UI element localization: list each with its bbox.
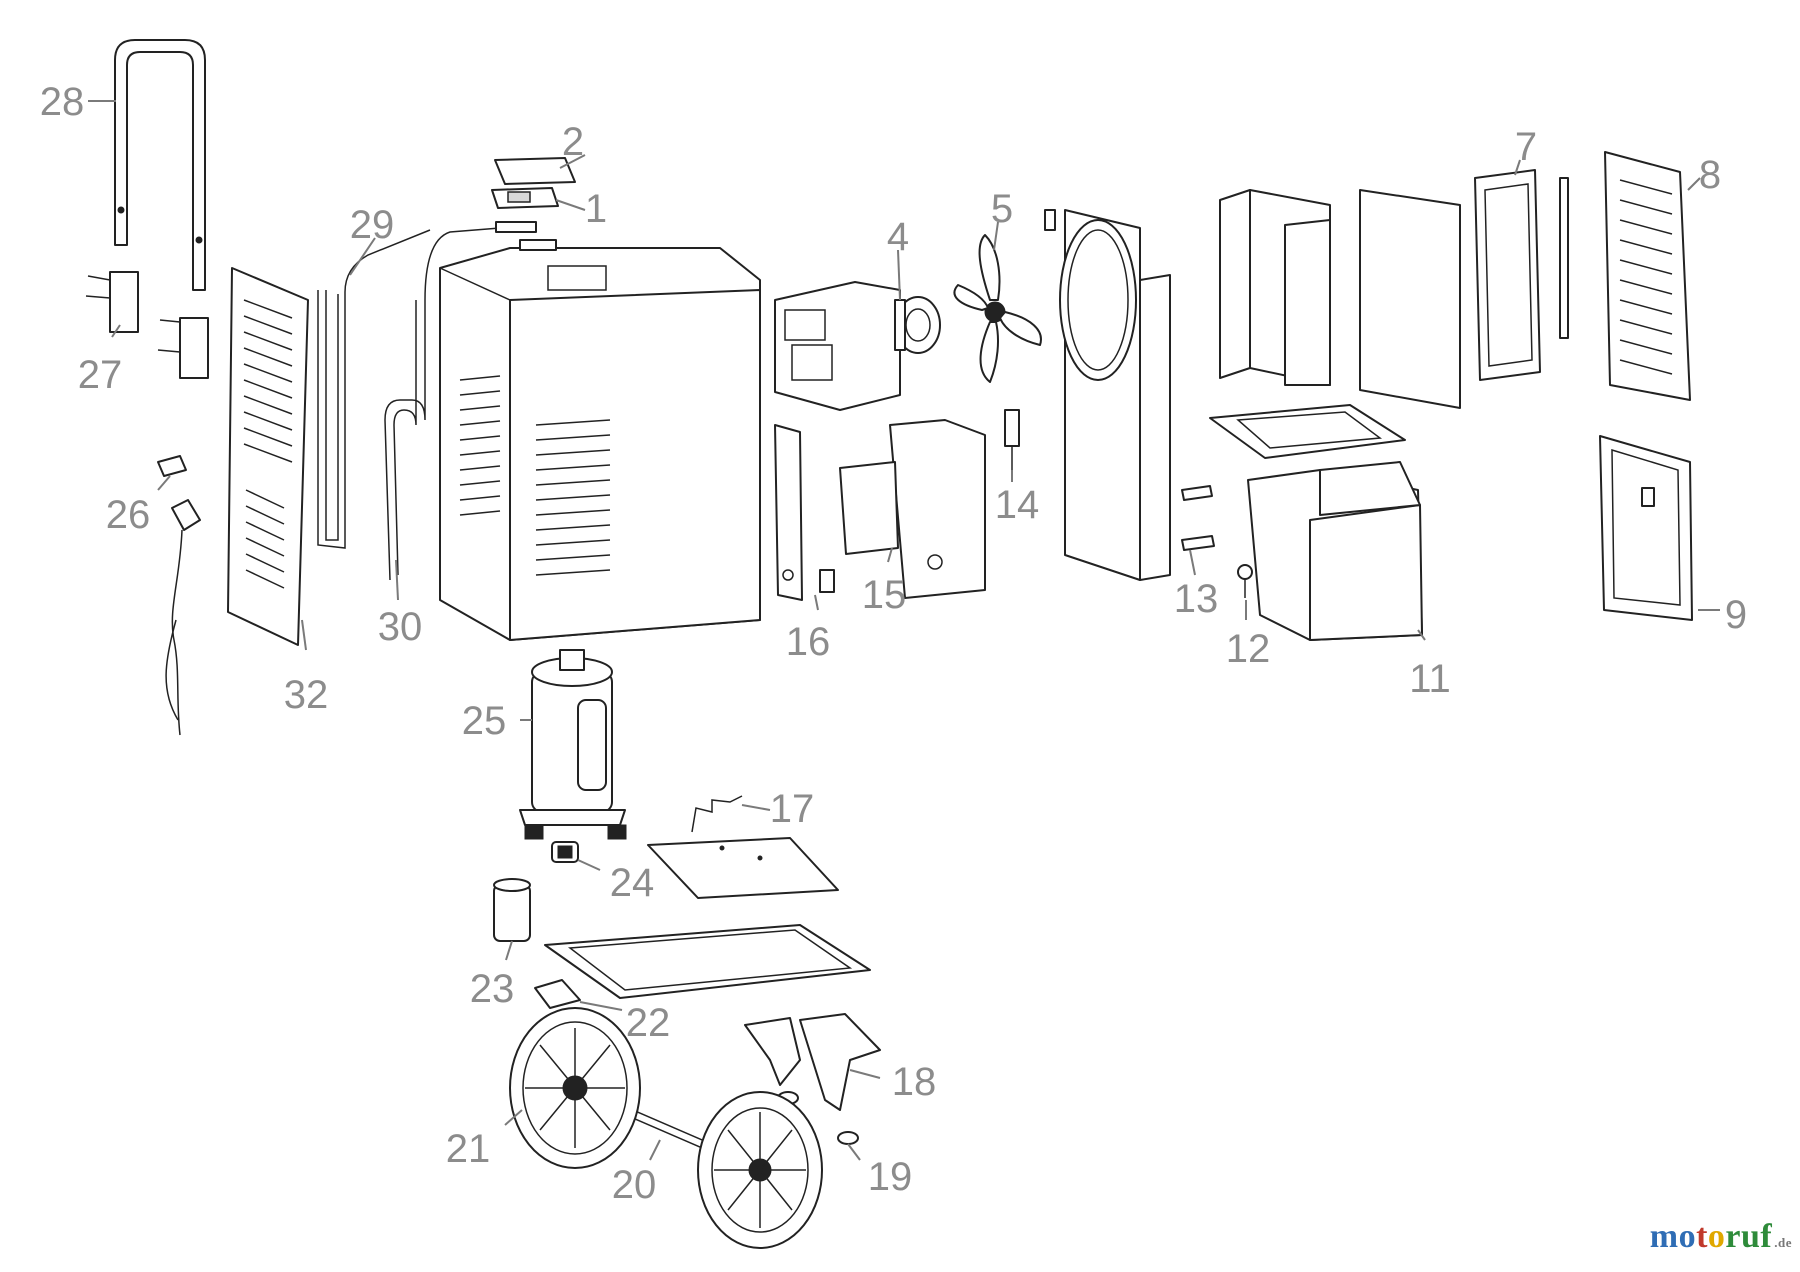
callout-17: 17	[770, 787, 815, 831]
part-wire-spring	[691, 795, 743, 833]
watermark-logo: motoruf.de	[1649, 1218, 1792, 1255]
callout-16: 16	[786, 620, 831, 664]
callout-8: 8	[1699, 153, 1721, 197]
callout-13: 13	[1174, 577, 1219, 621]
part-wheel-right	[697, 1091, 823, 1249]
part-water-tank	[1247, 461, 1423, 641]
part-control-panel	[491, 187, 559, 209]
part-front-grille	[1604, 151, 1691, 401]
part-handle	[114, 39, 206, 291]
part-fan-shroud-plate	[1044, 209, 1171, 581]
part-cable-clip	[157, 455, 187, 477]
callout-27: 27	[78, 353, 123, 397]
callout-25: 25	[462, 699, 507, 743]
part-compressor-base	[647, 837, 839, 899]
callout-18: 18	[892, 1060, 937, 1104]
callout-30: 30	[378, 605, 423, 649]
leader-lines	[88, 100, 1720, 1161]
part-handle-brackets	[85, 271, 209, 379]
part-wheel-left	[509, 1007, 641, 1169]
callout-24: 24	[610, 861, 655, 905]
part-terminal-plate	[774, 424, 835, 601]
part-top-small-bits	[495, 221, 557, 251]
part-float-switch	[1004, 409, 1020, 470]
part-compressor	[519, 649, 627, 840]
part-capacitor	[493, 878, 531, 942]
callout-32: 32	[284, 673, 329, 717]
callout-19: 19	[868, 1155, 913, 1199]
callout-2: 2	[562, 120, 584, 164]
part-front-cover	[1599, 435, 1693, 621]
callout-5: 5	[991, 187, 1013, 231]
part-rubber-foot	[551, 841, 579, 863]
callout-26: 26	[106, 493, 151, 537]
part-drain-plug	[1237, 564, 1253, 598]
part-evaporator-coil	[1359, 189, 1461, 409]
part-capillary-tube	[384, 227, 501, 581]
callout-20: 20	[612, 1163, 657, 1207]
part-base-tray	[534, 924, 871, 1009]
part-condenser-coil	[1219, 189, 1331, 386]
callout-12: 12	[1226, 627, 1271, 671]
part-side-panel	[227, 267, 309, 646]
part-fan-motor	[894, 296, 941, 354]
part-main-housing	[439, 247, 761, 641]
callout-21: 21	[446, 1127, 491, 1171]
callout-9: 9	[1725, 593, 1747, 637]
callout-29: 29	[350, 203, 395, 247]
part-air-filter	[1474, 169, 1569, 381]
part-support-legs	[744, 1013, 881, 1111]
part-top-cover	[494, 157, 576, 185]
part-mount-clips	[1181, 485, 1215, 551]
callout-22: 22	[626, 1001, 671, 1045]
part-fan-housing	[774, 281, 901, 411]
part-fan-blade	[953, 234, 1042, 383]
part-control-box	[839, 419, 986, 599]
part-refrigerant-tube	[317, 229, 431, 549]
callout-28: 28	[40, 80, 85, 124]
callout-1: 1	[585, 187, 607, 231]
part-power-cord	[165, 499, 201, 736]
callout-7: 7	[1515, 125, 1537, 169]
part-drip-tray	[1209, 404, 1406, 459]
callout-4: 4	[887, 215, 909, 259]
callout-15: 15	[862, 573, 907, 617]
callout-14: 14	[995, 483, 1040, 527]
callout-23: 23	[470, 967, 515, 1011]
callout-11: 11	[1409, 657, 1451, 701]
